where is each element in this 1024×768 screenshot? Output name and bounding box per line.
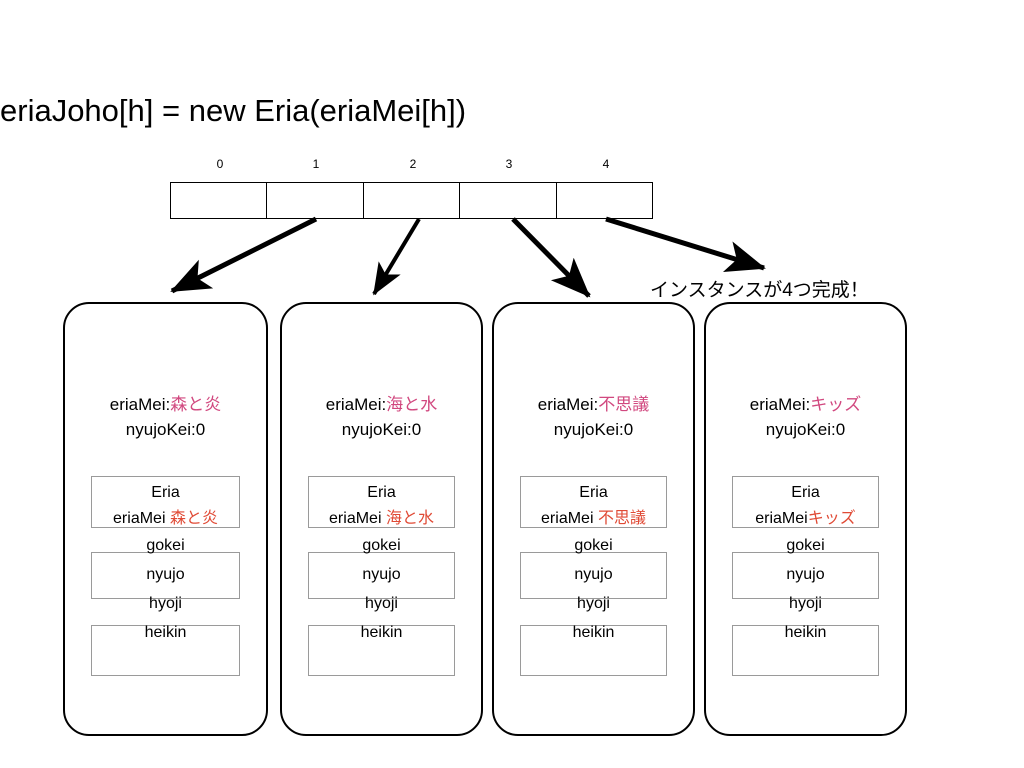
array-index-2: 2: [409, 157, 417, 171]
array-index-4: 4: [602, 157, 610, 171]
inner-eriamei-label-3: eriaMei: [541, 510, 598, 527]
arrow-cell2-to-instance2: [372, 217, 421, 296]
inner-eriamei-1: eriaMei 森と炎: [91, 509, 240, 528]
inner-eriamei-3: eriaMei 不思議: [520, 509, 667, 528]
inner-box-heikin-2: [308, 625, 455, 676]
instance-fields-2: eriaMei:海と水 nyujoKei:0: [282, 392, 481, 442]
instance-fields-1: eriaMei:森と炎 nyujoKei:0: [65, 392, 266, 442]
method-hyoji-1: hyoji: [149, 595, 182, 612]
array-eriajoho: 0 1 2 3 4: [170, 157, 654, 219]
inner-box-methods-4: [732, 552, 879, 599]
class-name-3: Eria: [579, 484, 608, 501]
method-nyujo-1: nyujo: [146, 566, 185, 583]
class-name-1: Eria: [151, 484, 180, 501]
annotation-note: インスタンスが4つ完成！: [650, 280, 869, 301]
field-nyujokei-2: nyujoKei:0: [341, 420, 422, 439]
field-eriamei-value-4: キッズ: [810, 395, 862, 414]
inner-eriamei-value-2: 海と水: [385, 510, 434, 527]
instance-card-3[interactable]: eriaMei:不思議 nyujoKei:0 Eria eriaMei 不思議 …: [492, 302, 695, 736]
inner-box-fields-1: [91, 476, 240, 528]
field-nyujokei-3: nyujoKei:0: [553, 420, 634, 439]
array-cell-0[interactable]: [170, 182, 267, 219]
inner-eriamei-value-4: キッズ: [807, 510, 856, 527]
instance-card-4[interactable]: eriaMei:キッズ nyujoKei:0 Eria eriaMeiキッズ g…: [704, 302, 907, 736]
array-cell-4[interactable]: [555, 182, 654, 219]
instance-body-1: Eria eriaMei 森と炎 gokei nyujo hyoji heiki…: [91, 476, 240, 686]
field-nyujokei-4: nyujoKei:0: [765, 420, 846, 439]
method-gokei-1: gokei: [146, 537, 185, 554]
field-eriamei-label-1: eriaMei:: [109, 395, 171, 414]
class-name-4: Eria: [791, 484, 820, 501]
array-index-0: 0: [216, 157, 224, 171]
field-eriamei-value-3: 不思議: [598, 395, 650, 414]
field-eriamei-label-3: eriaMei:: [537, 395, 599, 414]
method-gokei-2: gokei: [362, 537, 401, 554]
inner-box-heikin-4: [732, 625, 879, 676]
method-heikin-1: heikin: [144, 624, 187, 641]
inner-eriamei-label-4: eriaMei: [755, 510, 808, 527]
array-cell-3[interactable]: [459, 182, 556, 219]
inner-eriamei-4: eriaMeiキッズ: [732, 509, 879, 528]
field-nyujokei-1: nyujoKei:0: [125, 420, 206, 439]
inner-box-methods-2: [308, 552, 455, 599]
method-heikin-2: heikin: [360, 624, 403, 641]
inner-eriamei-label-2: eriaMei: [329, 510, 386, 527]
inner-box-methods-3: [520, 552, 667, 599]
method-hyoji-2: hyoji: [365, 595, 398, 612]
field-eriamei-label-2: eriaMei:: [325, 395, 387, 414]
method-nyujo-4: nyujo: [786, 566, 825, 583]
instance-body-3: Eria eriaMei 不思議 gokei nyujo hyoji heiki…: [520, 476, 667, 686]
array-cell-2[interactable]: [362, 182, 460, 219]
array-cell-1[interactable]: [266, 182, 363, 219]
instance-body-2: Eria eriaMei 海と水 gokei nyujo hyoji heiki…: [308, 476, 455, 686]
arrow-cell3-to-instance3: [511, 217, 591, 298]
instance-card-2[interactable]: eriaMei:海と水 nyujoKei:0 Eria eriaMei 海と水 …: [280, 302, 483, 736]
instance-fields-3: eriaMei:不思議 nyujoKei:0: [494, 392, 693, 442]
arrow-cell1-to-instance1: [170, 216, 318, 294]
inner-box-heikin-3: [520, 625, 667, 676]
instance-fields-4: eriaMei:キッズ nyujoKei:0: [706, 392, 905, 442]
method-gokei-3: gokei: [574, 537, 613, 554]
field-eriamei-label-4: eriaMei:: [749, 395, 811, 414]
inner-box-fields-4: [732, 476, 879, 528]
method-heikin-3: heikin: [572, 624, 615, 641]
instance-body-4: Eria eriaMeiキッズ gokei nyujo hyoji heikin: [732, 476, 879, 686]
method-hyoji-4: hyoji: [789, 595, 822, 612]
arrow-cell4-to-instance4: [605, 216, 766, 273]
inner-box-heikin-1: [91, 625, 240, 676]
inner-box-methods-1: [91, 552, 240, 599]
class-name-2: Eria: [367, 484, 396, 501]
method-nyujo-3: nyujo: [574, 566, 613, 583]
instance-card-1[interactable]: eriaMei:森と炎 nyujoKei:0 Eria eriaMei 森と炎 …: [63, 302, 268, 736]
field-eriamei-3: eriaMei:不思議: [494, 392, 693, 417]
array-index-3: 3: [505, 157, 513, 171]
inner-eriamei-value-3: 不思議: [597, 510, 646, 527]
inner-eriamei-label-1: eriaMei: [113, 510, 170, 527]
field-eriamei-value-2: 海と水: [386, 395, 438, 414]
field-eriamei-value-1: 森と炎: [170, 395, 222, 414]
inner-eriamei-value-1: 森と炎: [169, 510, 218, 527]
method-nyujo-2: nyujo: [362, 566, 401, 583]
inner-eriamei-2: eriaMei 海と水: [308, 509, 455, 528]
method-heikin-4: heikin: [784, 624, 827, 641]
array-index-1: 1: [312, 157, 320, 171]
method-gokei-4: gokei: [786, 537, 825, 554]
inner-box-fields-3: [520, 476, 667, 528]
page-title: eriaJoho[h] = new Eria(eriaMei[h]): [0, 93, 467, 128]
method-hyoji-3: hyoji: [577, 595, 610, 612]
field-eriamei-2: eriaMei:海と水: [282, 392, 481, 417]
inner-box-fields-2: [308, 476, 455, 528]
field-eriamei-1: eriaMei:森と炎: [65, 392, 266, 417]
field-eriamei-4: eriaMei:キッズ: [706, 392, 905, 417]
